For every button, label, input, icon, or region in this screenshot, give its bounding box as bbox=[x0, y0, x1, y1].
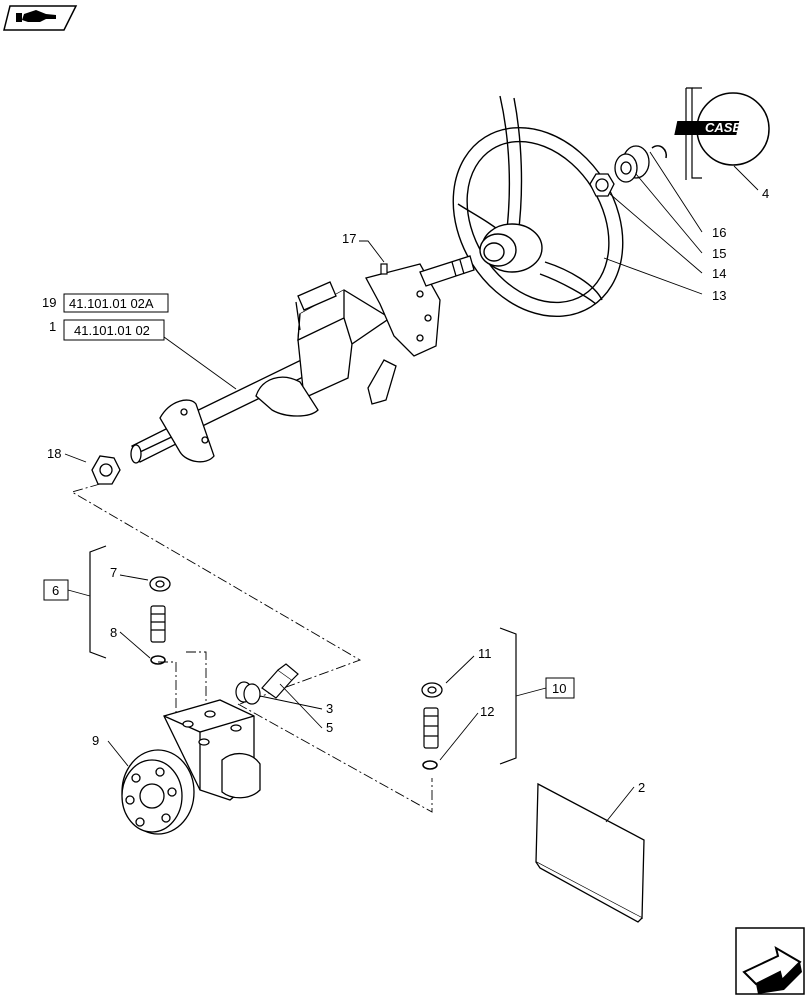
callout-8: 8 bbox=[110, 625, 117, 640]
callout-9: 9 bbox=[92, 733, 99, 748]
o-ring bbox=[422, 760, 438, 770]
callout-10: 10 bbox=[552, 681, 566, 696]
callout-17: 17 bbox=[342, 231, 356, 246]
reference-box-1[interactable]: 1 41.101.01 02 bbox=[49, 319, 165, 341]
callout-2: 2 bbox=[638, 780, 645, 795]
star-knob bbox=[91, 455, 121, 485]
reference-box-6[interactable]: 6 bbox=[43, 579, 91, 601]
operator-manual bbox=[535, 782, 645, 923]
callout-7: 7 bbox=[110, 565, 117, 580]
washer bbox=[149, 576, 171, 592]
callout-leaders bbox=[64, 151, 759, 823]
callout-15: 15 bbox=[712, 246, 726, 261]
callout-6: 6 bbox=[52, 583, 59, 598]
next-page-button[interactable] bbox=[735, 927, 805, 995]
steering-control-unit bbox=[121, 699, 261, 835]
arrow-next-icon bbox=[742, 945, 802, 994]
callout-14: 14 bbox=[712, 266, 726, 281]
hub-cap-bearing bbox=[614, 145, 650, 183]
callout-13: 13 bbox=[712, 288, 726, 303]
steering-column bbox=[130, 255, 475, 464]
steering-wheel bbox=[452, 95, 624, 318]
horn-emblem: CASE IH bbox=[674, 92, 770, 166]
callout-16: 16 bbox=[712, 225, 726, 240]
callout-19: 19 bbox=[42, 295, 56, 310]
adapter-fitting bbox=[150, 605, 166, 643]
hand-pointer-icon bbox=[16, 10, 56, 22]
reference-box-10[interactable]: 10 bbox=[515, 677, 575, 699]
callout-11: 11 bbox=[478, 646, 492, 661]
reference-19-text: 41.101.01 02A bbox=[69, 296, 154, 311]
callout-1: 1 bbox=[49, 319, 56, 334]
callout-5: 5 bbox=[326, 720, 333, 735]
reference-1-text: 41.101.01 02 bbox=[74, 323, 150, 338]
screw bbox=[380, 263, 388, 275]
callout-12: 12 bbox=[480, 704, 494, 719]
washer bbox=[421, 682, 443, 698]
callout-3: 3 bbox=[326, 701, 333, 716]
callout-18: 18 bbox=[47, 446, 61, 461]
reference-box-19[interactable]: 19 41.101.01 02A bbox=[42, 293, 169, 313]
previous-page-button[interactable] bbox=[3, 5, 78, 31]
case-ih-logo-text: CASE IH bbox=[705, 120, 758, 135]
wheel-nut bbox=[589, 173, 615, 197]
callout-4: 4 bbox=[762, 186, 769, 201]
callout-numbers: 17 16 15 14 13 4 18 7 8 3 5 9 11 12 2 bbox=[47, 186, 769, 795]
snap-ring bbox=[651, 145, 668, 159]
bolt bbox=[261, 663, 299, 699]
adapter-fitting bbox=[423, 707, 439, 749]
o-ring bbox=[150, 655, 166, 665]
plug-fitting bbox=[235, 681, 261, 705]
